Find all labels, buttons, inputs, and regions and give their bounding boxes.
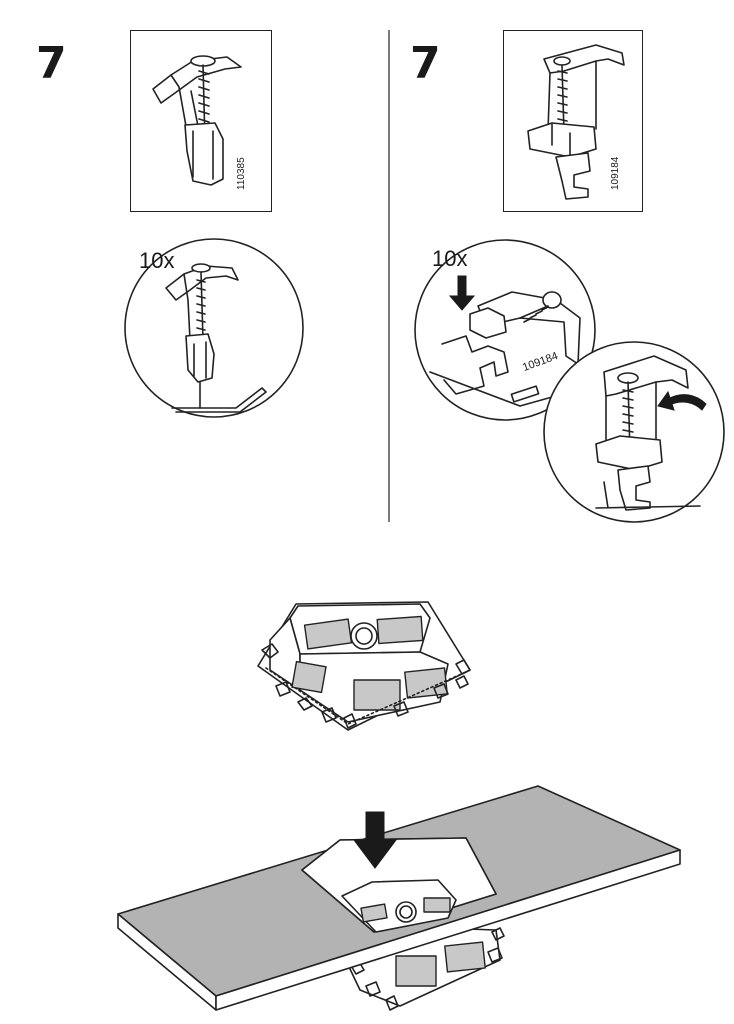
quantity-left: 10x <box>139 248 175 273</box>
bracket-clip-icon <box>527 44 625 200</box>
clip-bolt-icon <box>152 55 242 186</box>
curved-arrow-icon <box>657 390 707 411</box>
part-box-left <box>130 30 272 212</box>
quantity-right: 10x <box>432 246 468 271</box>
countertop-icon <box>117 785 681 1011</box>
step-number-left: 7 <box>36 38 67 89</box>
bracket-clip-icon <box>595 355 701 511</box>
sink-bowl-icon <box>257 601 471 731</box>
step-number-right: 7 <box>410 38 441 89</box>
down-arrow-icon <box>353 811 397 869</box>
clip-bolt-icon <box>165 263 267 413</box>
part-box-right <box>503 30 643 212</box>
down-arrow-icon <box>448 275 476 311</box>
